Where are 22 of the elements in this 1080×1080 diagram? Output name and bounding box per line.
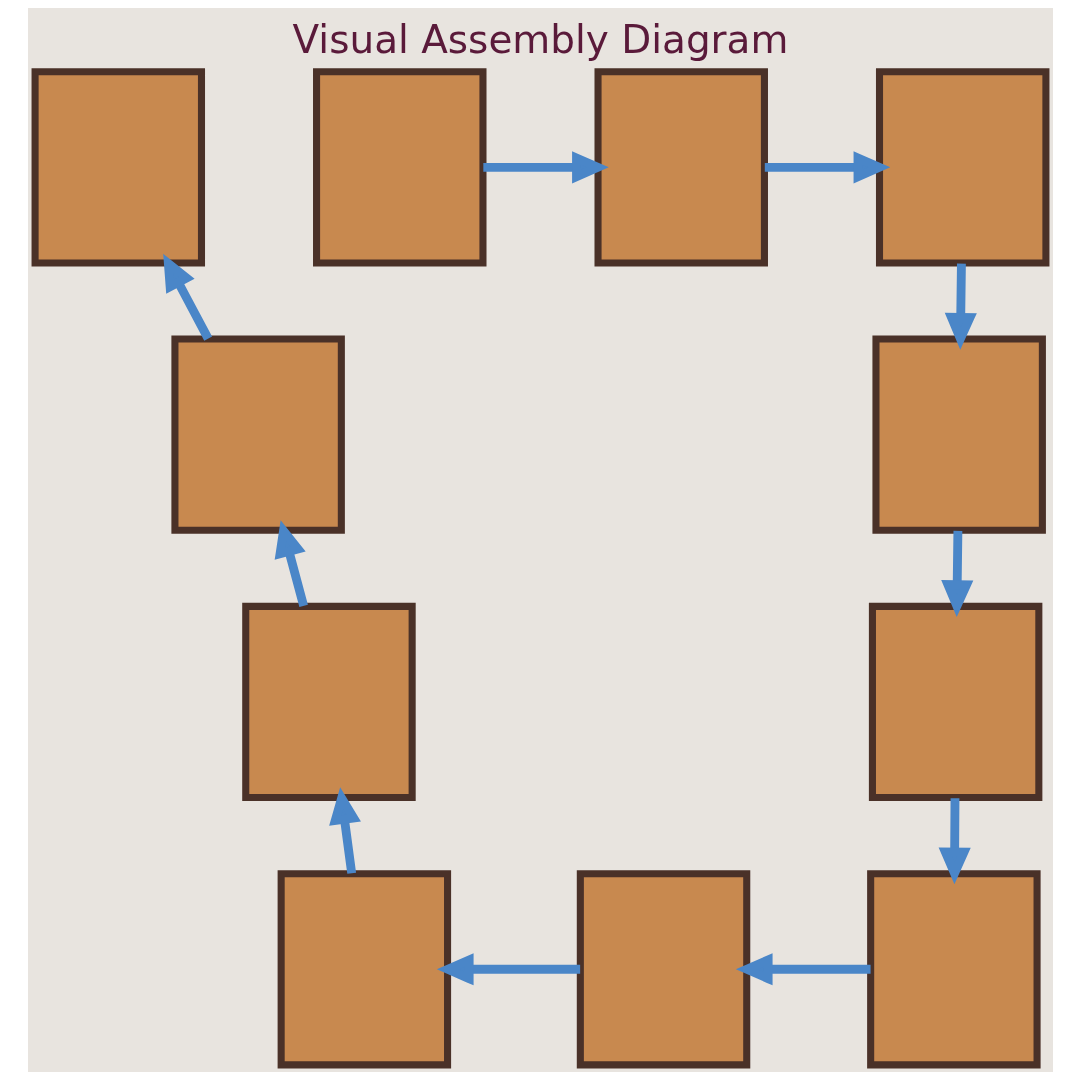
node-box <box>594 68 768 267</box>
arrow <box>482 151 609 184</box>
arrow <box>940 530 973 617</box>
diagram-title: Visual Assembly Diagram <box>292 17 788 63</box>
arrow <box>938 798 971 885</box>
node-box <box>871 335 1046 534</box>
node-box <box>576 870 750 1069</box>
arrow <box>764 151 890 184</box>
node-box <box>170 335 345 534</box>
arrow <box>436 953 580 986</box>
node-box <box>866 870 1041 1069</box>
node-box <box>868 602 1042 802</box>
arrow <box>162 253 212 341</box>
node-box <box>277 870 451 1069</box>
node-box <box>31 68 205 267</box>
node-box <box>241 602 416 802</box>
arrow <box>944 263 977 350</box>
node-box <box>875 68 1049 267</box>
node-box <box>312 68 486 267</box>
arrow <box>328 787 361 874</box>
arrow <box>735 953 871 986</box>
arrow <box>274 520 308 608</box>
